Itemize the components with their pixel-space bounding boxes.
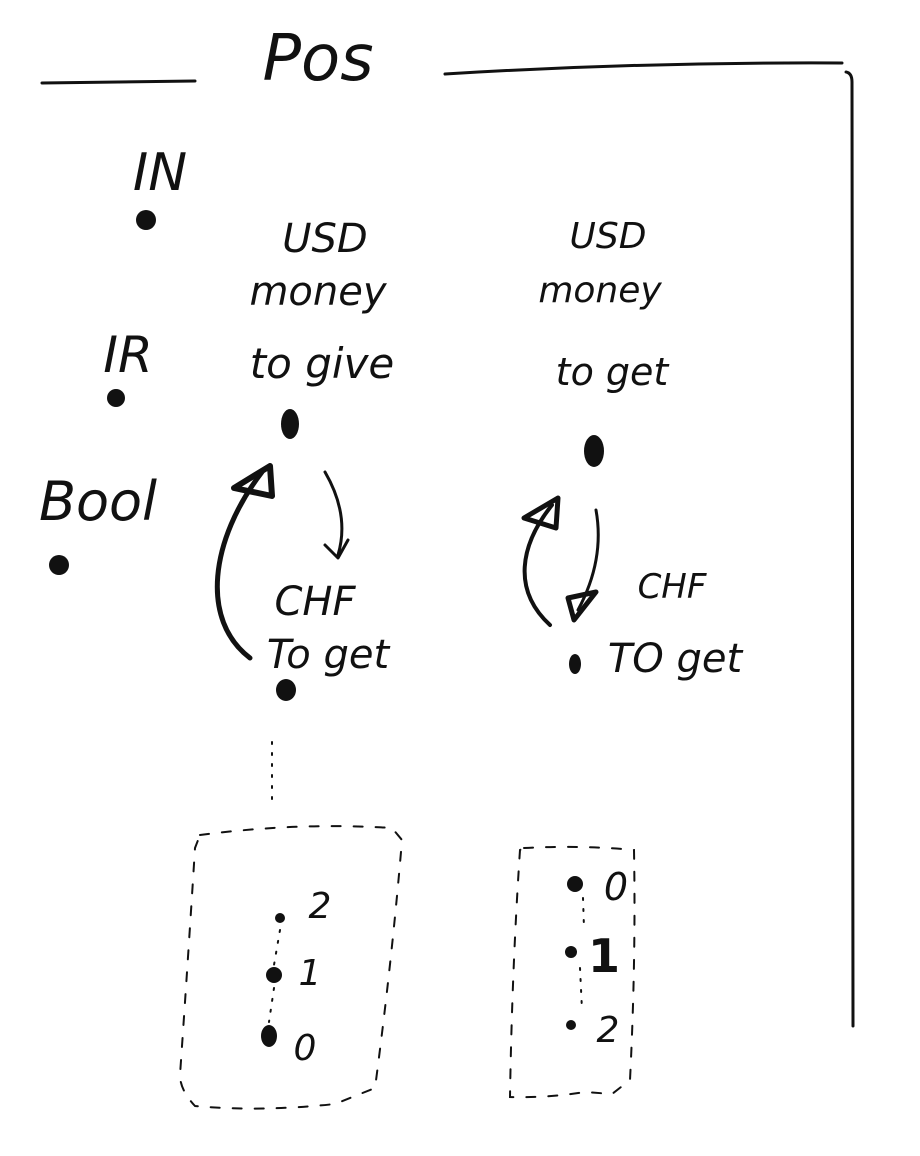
dot-ir bbox=[107, 389, 125, 407]
right-usd-line3: to get bbox=[556, 350, 671, 394]
left-usd-line3: to give bbox=[250, 339, 395, 388]
right-level-1: 1 bbox=[588, 929, 620, 983]
header-line-left bbox=[40, 79, 197, 85]
right-usd-line1: USD bbox=[570, 216, 647, 257]
dot-left-level-1 bbox=[266, 967, 282, 983]
right-chf-line2: TO get bbox=[608, 636, 744, 682]
right-arrow-up-head bbox=[521, 495, 561, 531]
dot-left-level-2 bbox=[275, 913, 285, 923]
left-arrow-down bbox=[323, 470, 344, 557]
left-chf-line2: To get bbox=[267, 632, 391, 678]
left-arrow-down-head bbox=[323, 538, 350, 560]
right-level-2: 2 bbox=[597, 1010, 620, 1051]
right-level-box bbox=[508, 845, 636, 1099]
dot-left-usd bbox=[281, 409, 299, 439]
dot-bool bbox=[49, 555, 69, 575]
dot-in bbox=[136, 210, 156, 230]
right-arrow-down-head bbox=[565, 589, 599, 623]
dot-left-chf bbox=[276, 679, 296, 701]
label-bool: Bool bbox=[39, 470, 157, 533]
dot-right-level-1 bbox=[565, 946, 577, 958]
left-arrow-up-head bbox=[231, 463, 275, 499]
dot-right-chf bbox=[569, 654, 581, 674]
title: Pos bbox=[262, 22, 373, 96]
right-level-0: 0 bbox=[604, 865, 628, 909]
right-usd-line2: money bbox=[538, 270, 662, 311]
left-level-0: 0 bbox=[294, 1028, 317, 1069]
right-arrow-up bbox=[522, 503, 554, 627]
dot-right-usd bbox=[584, 435, 604, 467]
left-level-2: 2 bbox=[309, 886, 332, 927]
label-in: IN bbox=[133, 143, 187, 203]
dot-left-level-0 bbox=[261, 1025, 277, 1047]
left-usd-line1: USD bbox=[282, 216, 367, 262]
frame-right-edge bbox=[844, 70, 855, 1028]
dot-right-level-2 bbox=[566, 1020, 576, 1030]
left-level-box bbox=[178, 825, 404, 1110]
left-usd-line2: money bbox=[249, 269, 387, 315]
label-ir: IR bbox=[103, 326, 153, 384]
right-chf-line1: CHF bbox=[638, 567, 707, 607]
dot-right-level-0 bbox=[567, 876, 583, 892]
left-arrow-up bbox=[214, 469, 265, 661]
left-chf-line1: CHF bbox=[274, 579, 356, 625]
right-levels-link bbox=[579, 897, 585, 1011]
right-arrow-down bbox=[576, 508, 600, 612]
header-line-right bbox=[443, 61, 844, 76]
left-level-1: 1 bbox=[299, 953, 322, 994]
